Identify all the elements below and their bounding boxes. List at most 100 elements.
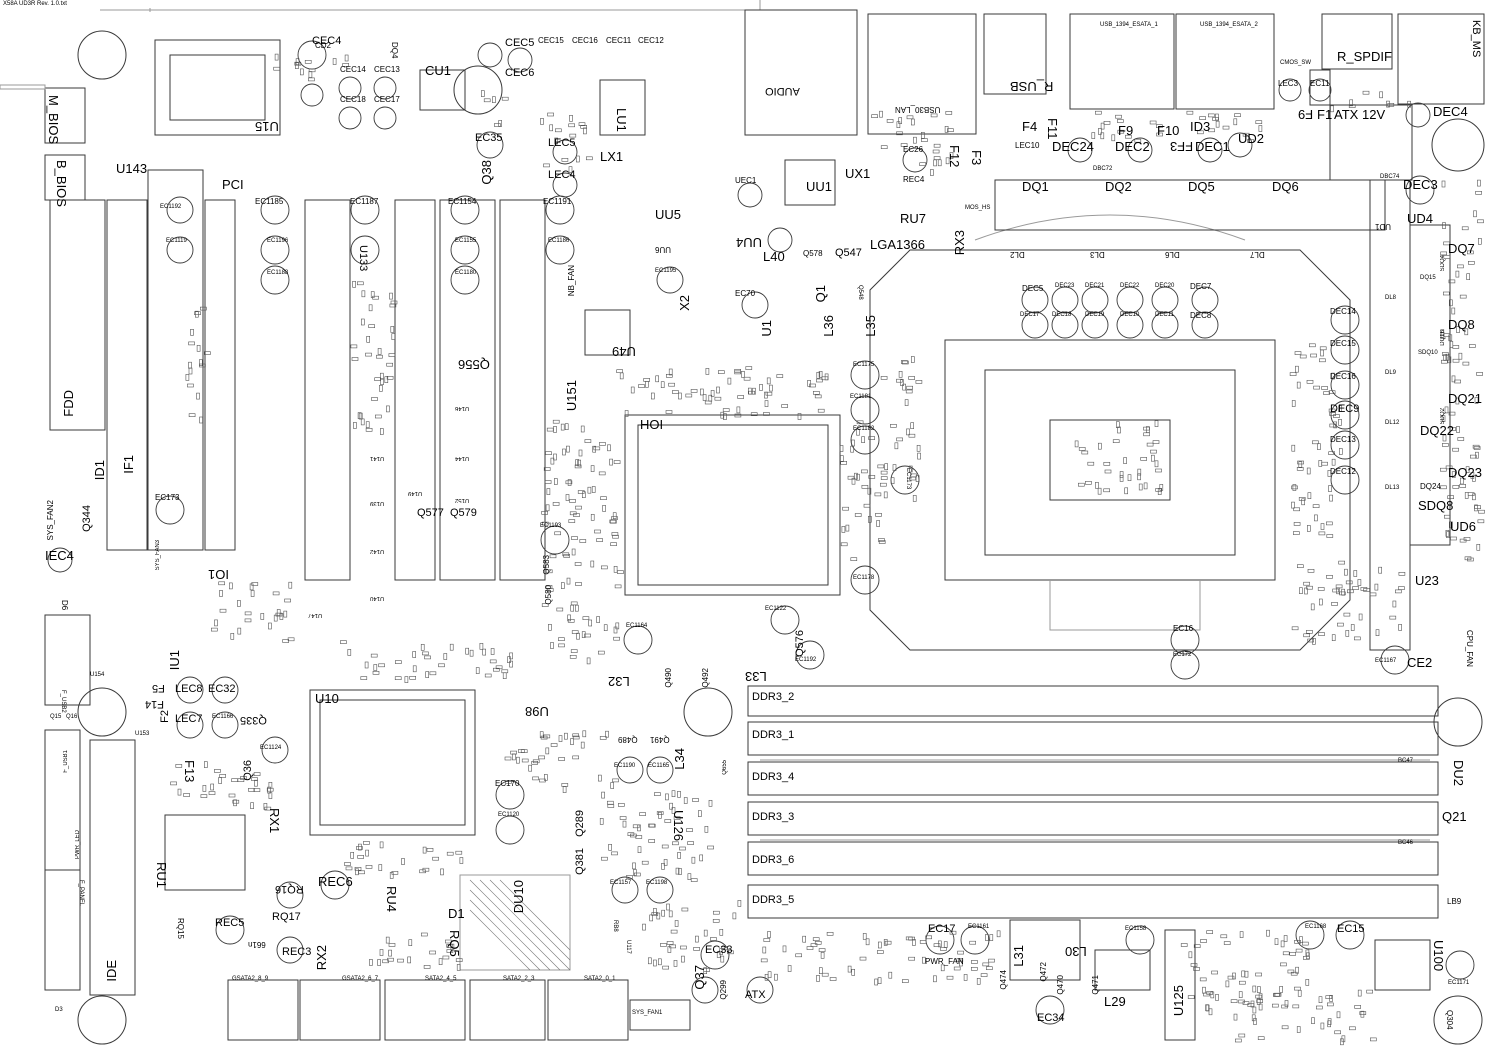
l36-label: L36 <box>821 315 836 337</box>
f-panel-label: F_PANEL <box>78 880 84 907</box>
smd-pad <box>516 756 520 764</box>
smd-pad <box>1103 121 1111 125</box>
dec1-label: DEC1 <box>1195 139 1230 154</box>
smd-pad <box>1095 481 1099 489</box>
ec70-label: EC70 <box>735 289 756 298</box>
smd-pad <box>561 158 569 162</box>
smd-pad <box>582 616 590 621</box>
smd-pad <box>1343 612 1351 617</box>
smd-pad <box>456 964 461 971</box>
smd-pad <box>1464 328 1469 336</box>
smd-pad <box>1440 332 1445 339</box>
gsata2-6-7-connector <box>299 979 381 1041</box>
smd-pad <box>1474 397 1479 404</box>
smd-pad <box>569 115 573 122</box>
smd-pad <box>1255 994 1262 999</box>
smd-pad <box>350 344 358 349</box>
smd-pad <box>1292 484 1297 491</box>
smd-pad <box>949 930 957 935</box>
smd-pad <box>1347 589 1354 594</box>
rq5-label: RQ5 <box>447 930 462 957</box>
smd-pad <box>1457 264 1464 269</box>
u117-label: U117 <box>625 940 631 954</box>
smd-pad <box>930 113 938 118</box>
smd-pad <box>545 504 550 512</box>
smd-pad <box>445 939 452 944</box>
smd-pad <box>1233 118 1238 126</box>
smd-pad <box>1103 461 1111 466</box>
ec1165-label: EC1165 <box>648 763 670 769</box>
smd-pad <box>1205 1004 1210 1012</box>
ec1173-label: EC1173 <box>905 468 911 490</box>
q556-label: Q556 <box>458 357 490 372</box>
smd-pad <box>425 671 430 678</box>
smd-pad <box>449 643 454 651</box>
smd-pad <box>443 653 448 660</box>
lu1-label: LU1 <box>614 108 629 132</box>
smd-pad <box>1319 358 1326 363</box>
smd-pad <box>545 585 553 589</box>
rx1-label: RX1 <box>267 808 282 834</box>
kb-ms-connector <box>1397 13 1485 105</box>
ud6-label: UD6 <box>1450 519 1477 534</box>
smd-pad <box>1350 624 1355 631</box>
smd-pad <box>671 807 676 814</box>
smd-pad <box>560 423 565 431</box>
id3-label: ID3 <box>1190 119 1211 134</box>
smd-pad <box>883 491 888 499</box>
smd-pad <box>1357 579 1362 586</box>
smd-pad <box>554 137 559 145</box>
smd-pad <box>666 941 674 945</box>
smd-pad <box>1443 241 1450 246</box>
smd-pad <box>1211 970 1218 975</box>
smd-pad <box>1200 939 1207 943</box>
smd-pad <box>199 416 203 424</box>
smd-pad <box>570 649 578 653</box>
smd-pad <box>1307 638 1314 643</box>
dec18-label: DEC18 <box>1052 312 1072 318</box>
smd-pad <box>1395 589 1402 594</box>
lec10-label: LEC10 <box>1015 141 1040 150</box>
smd-pad <box>681 907 689 912</box>
smd-pad <box>748 390 756 395</box>
smd-pad <box>1292 1004 1300 1009</box>
q491-label: Q491 <box>650 735 670 744</box>
smd-pad <box>976 977 981 985</box>
smd-pad <box>632 824 640 829</box>
l40-label: L40 <box>763 249 785 264</box>
smd-pad <box>1449 299 1453 307</box>
smd-pad <box>1318 460 1323 467</box>
u1-label: U1 <box>759 320 774 337</box>
smd-pad <box>1127 474 1132 482</box>
smd-pad <box>1473 210 1477 218</box>
mount-hole <box>683 687 733 737</box>
smd-pad <box>963 974 968 981</box>
ide-label: IDE <box>104 960 119 982</box>
smd-pad <box>905 389 913 394</box>
smd-pad <box>440 868 444 876</box>
cmos-sw-label: CMOS_SW <box>1280 60 1312 66</box>
smd-pad <box>1137 473 1141 481</box>
ec32-label: EC32 <box>208 683 236 695</box>
rq17-label: RQ17 <box>272 911 301 923</box>
smd-pad <box>228 793 236 798</box>
smd-pad <box>1339 448 1343 455</box>
smd-pad <box>585 156 593 161</box>
ec15-label: EC15 <box>1337 923 1365 935</box>
smd-pad <box>1234 113 1241 117</box>
smd-pad <box>532 759 540 764</box>
smd-pad <box>820 951 825 959</box>
dq8-label: DQ8 <box>1448 317 1475 332</box>
smd-pad <box>572 735 580 740</box>
smd-pad <box>576 632 580 640</box>
smd-pad <box>1473 446 1481 450</box>
smd-pad <box>1456 426 1460 433</box>
smd-pad <box>712 910 720 915</box>
smd-pad <box>384 376 389 384</box>
q583-label: Q583 <box>542 555 551 575</box>
f11-label: F11 <box>1045 118 1060 140</box>
smd-pad <box>569 511 577 516</box>
q576-label: Q576 <box>794 630 806 657</box>
smd-pad <box>1299 354 1307 359</box>
smd-pad <box>1326 521 1333 526</box>
